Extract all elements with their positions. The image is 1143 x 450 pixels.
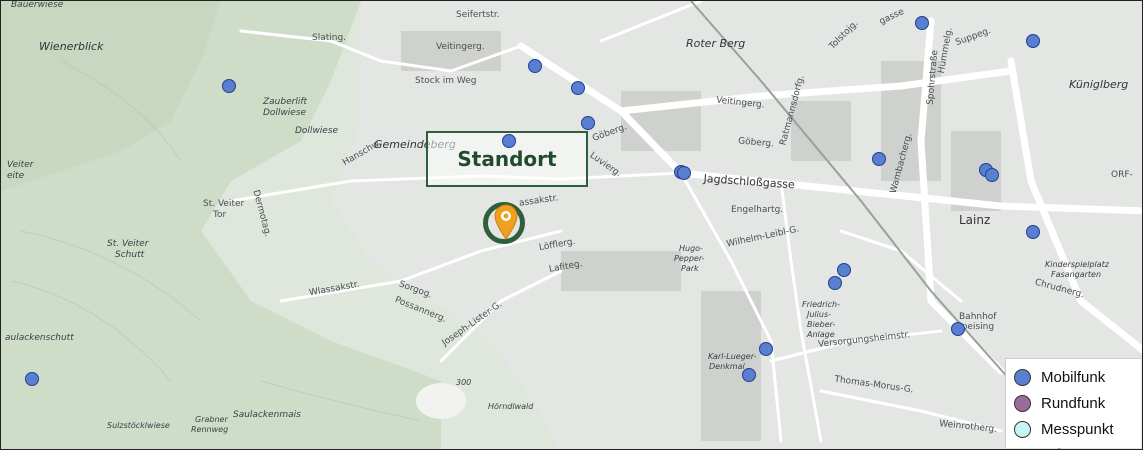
standort-label-box: Standort (426, 131, 588, 187)
map-label-karl-lueger: Karl-Lueger- (708, 352, 757, 361)
map-label-st-veiter-schutt: St. Veiter (107, 239, 149, 249)
mobilfunk-site[interactable] (828, 276, 842, 290)
map-label-zauberlift: Zauberlift (263, 97, 308, 107)
mobilfunk-site[interactable] (1026, 34, 1040, 48)
map-label-bauerwiese: Bauerwiese (11, 0, 64, 10)
legend-swatch (1014, 420, 1031, 438)
map-label-veiter-2: eite (7, 171, 25, 181)
mobilfunk-site[interactable] (677, 166, 691, 180)
map-label-dollwiese-2: Dollwiese (295, 126, 339, 136)
map-label-kinderspielplatz: Kinderspielplatz (1045, 260, 1109, 269)
legend-label: Mobilfunk (1041, 368, 1106, 386)
map-label-st-veiter-tor-2: Tor (213, 210, 227, 220)
mobilfunk-site[interactable] (222, 79, 236, 93)
map-label-horndlwald: Hörndlwald (488, 402, 534, 411)
mobilfunk-site[interactable] (759, 342, 773, 356)
legend-swatch (1014, 394, 1031, 412)
map-label-st-veiter-tor: St. Veiter (203, 199, 245, 209)
mobilfunk-site[interactable] (581, 116, 595, 130)
map-label-lainz: Lainz (959, 213, 991, 227)
map-label-300: 300 (456, 378, 472, 387)
legend-item-mobilfunk: Mobilfunk (1014, 364, 1133, 390)
mobilfunk-site[interactable] (837, 263, 851, 277)
map-label-anlage: Anlage (807, 330, 835, 339)
mobilfunk-site[interactable] (742, 368, 756, 382)
standort-label: Standort (457, 147, 557, 171)
location-pin-icon[interactable] (492, 203, 520, 241)
map-label-rennweg: Rennweg (191, 425, 229, 434)
map-label-speising: Speising (956, 322, 995, 332)
legend-label: Rundfunk (1041, 394, 1106, 412)
map-label-kuniglberg: Küniglberg (1069, 78, 1129, 91)
map-label-seifertstr: Seifertstr. (456, 10, 500, 20)
map-label-saulackenmais: Saulackenmais (233, 410, 301, 420)
map-label-engelhartg: Engelhartg. (731, 205, 784, 215)
map-label-hugo: Hugo- (679, 244, 703, 253)
map-label-bieber: Bieber- (807, 320, 836, 329)
map-label-veiter: Veiter (7, 160, 34, 170)
map-label-julius: Julius- (807, 310, 831, 319)
map-label-orf: ORF- (1111, 170, 1133, 180)
map-label-wienerblick: Wienerblick (39, 40, 104, 53)
map-label-fasangarten: Fasangarten (1051, 270, 1102, 279)
standort-ring (483, 202, 525, 244)
map-label-st-veiter-schutt-2: Schutt (115, 250, 145, 260)
map-label-veitingerg: Veitingerg. (436, 42, 485, 52)
map-label-gemeindeberg: Gemeindeberg (374, 138, 456, 151)
map-label-bahnhof: Bahnhof (959, 312, 997, 322)
map-label-park: Park (681, 264, 699, 273)
map-legend: Mobilfunk Rundfunk Messpunkt (1005, 358, 1141, 448)
legend-item-messpunkt: Messpunkt (1014, 416, 1133, 442)
map-label-pepper: Pepper- (674, 254, 705, 263)
mobilfunk-site[interactable] (1026, 225, 1040, 239)
map-label-slating: Slating. (312, 33, 347, 43)
legend-label: Messpunkt (1041, 420, 1114, 438)
map-label-dollwiese: Dollwiese (263, 108, 307, 118)
mobilfunk-site[interactable] (915, 16, 929, 30)
legend-swatch (1014, 368, 1031, 386)
mobilfunk-site[interactable] (528, 59, 542, 73)
mobilfunk-site[interactable] (951, 322, 965, 336)
map-label-denkmal: Denkmal (709, 362, 745, 371)
mobilfunk-site[interactable] (872, 152, 886, 166)
mobilfunk-site[interactable] (502, 134, 516, 148)
map-label-roter-berg: Roter Berg (686, 37, 746, 50)
legend-item-rundfunk: Rundfunk (1014, 390, 1133, 416)
map-label-saulackenschutt: aulackenschutt (5, 333, 74, 343)
mobilfunk-site[interactable] (985, 168, 999, 182)
map-label-grabner: Grabner (195, 415, 228, 424)
map-label-sulzstoecklwiese: Sulzstöcklwiese (107, 421, 170, 430)
map-label-friedrich: Friedrich- (802, 300, 840, 309)
map-label-stock-im-weg: Stock im Weg (415, 76, 477, 86)
mobilfunk-site[interactable] (25, 372, 39, 386)
mobilfunk-site[interactable] (571, 81, 585, 95)
